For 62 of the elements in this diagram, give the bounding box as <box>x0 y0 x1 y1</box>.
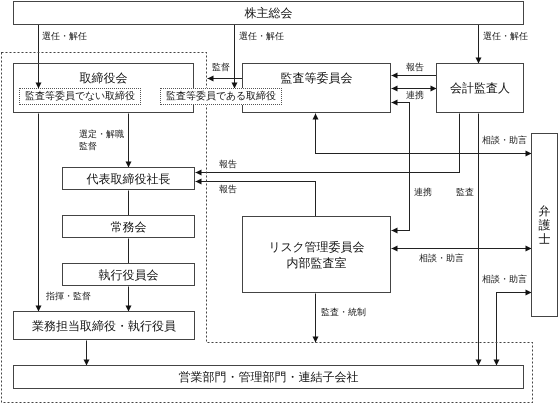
member-box <box>160 88 282 105</box>
box-label: 監査等委員会 <box>280 70 352 86</box>
arrow <box>391 86 437 92</box>
edge-label: 選任・解任 <box>238 31 285 43</box>
box-label: 内部監査室 <box>286 254 346 270</box>
arrow <box>195 178 316 217</box>
org-box <box>62 167 195 190</box>
edge-label: 連携 <box>405 90 425 102</box>
org-box <box>13 365 524 389</box>
box-label: 株主総会 <box>244 5 292 21</box>
edge-label: 監査 <box>455 187 475 199</box>
edge-label: 監督 <box>211 62 231 74</box>
box-label: 会計監査人 <box>450 80 510 96</box>
connector-line <box>128 238 129 264</box>
edge-label: 連携 <box>413 187 433 199</box>
edge-label: 選任・解任 <box>482 31 529 43</box>
edge-label: 相談・助言 <box>418 253 465 265</box>
arrow <box>36 113 42 312</box>
arrow <box>391 100 410 234</box>
edge-label: 指揮・監督 <box>45 291 92 303</box>
arrow <box>195 113 460 176</box>
org-box <box>436 63 524 113</box>
box-label: 弁護士 <box>537 204 552 246</box>
org-box <box>242 216 391 293</box>
edge-label: 相談・助言 <box>481 135 528 147</box>
box-label: 執行役員会 <box>98 266 158 282</box>
arrow <box>391 246 532 252</box>
box-label: 取締役会 <box>80 70 128 86</box>
org-box <box>13 311 195 340</box>
arrow <box>126 286 132 312</box>
box-label: 営業部門・管理部門・連結子会社 <box>178 369 358 385</box>
box-label: 監査等委員でない取締役 <box>25 90 135 103</box>
arrow <box>84 340 90 366</box>
arrow <box>232 24 238 89</box>
edge-label: 報告 <box>218 159 238 171</box>
member-box <box>19 88 141 105</box>
connector-line <box>128 190 129 216</box>
edge-label: 選定・解職監督 <box>78 129 127 153</box>
arrow <box>126 113 132 168</box>
org-box <box>531 133 558 317</box>
org-box <box>62 215 195 238</box>
arrow <box>207 76 243 82</box>
arrow <box>312 293 318 343</box>
box-label: 監査等委員である取締役 <box>166 90 276 103</box>
arrow <box>391 72 437 78</box>
edge-label: 選任・解任 <box>41 31 88 43</box>
org-box <box>62 263 195 286</box>
box-label: 業務担当取締役・執行役員 <box>32 318 176 334</box>
org-box <box>13 1 524 25</box>
box-label: 代表取締役社長 <box>86 170 170 186</box>
edge-label: 報告 <box>405 62 425 74</box>
edge-label: 報告 <box>218 184 238 196</box>
arrow <box>36 24 42 89</box>
edge-label: 相談・助言 <box>481 274 528 286</box>
arrow <box>312 113 532 156</box>
arrow <box>476 113 482 366</box>
box-label: 常務会 <box>110 218 146 234</box>
dashed-boundary <box>1 52 534 403</box>
edge-label: 監査・統制 <box>320 307 367 319</box>
arrow <box>494 290 532 366</box>
box-label: リスク管理委員会 <box>268 238 364 254</box>
arrow <box>476 24 482 64</box>
